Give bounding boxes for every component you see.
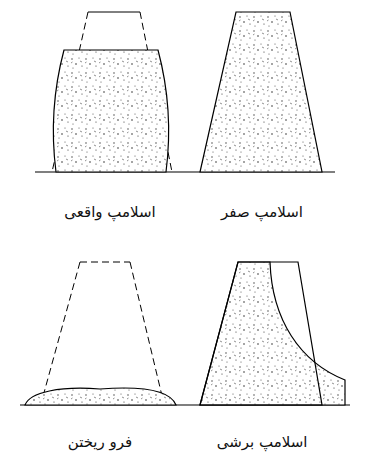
- concrete-body: [200, 262, 345, 405]
- cone-outline: [200, 262, 322, 405]
- figure-label: اسلامپ صفر: [221, 203, 303, 221]
- true-slump-figure: [52, 12, 172, 172]
- cone-top: [80, 262, 130, 263]
- concrete-body: [25, 388, 176, 405]
- cone-top: [88, 12, 140, 13]
- figure-label: فرو ریختن: [68, 433, 133, 451]
- figure-label: اسلامپ برشی: [217, 433, 308, 451]
- cone-outline: [130, 262, 163, 400]
- concrete-body: [53, 50, 168, 172]
- shear-slump-figure: [200, 262, 345, 405]
- figure-label: اسلامپ واقعی: [64, 203, 156, 221]
- zero-slump-figure: [200, 12, 322, 172]
- collapse-figure: [25, 262, 176, 405]
- cone-outline: [42, 262, 80, 400]
